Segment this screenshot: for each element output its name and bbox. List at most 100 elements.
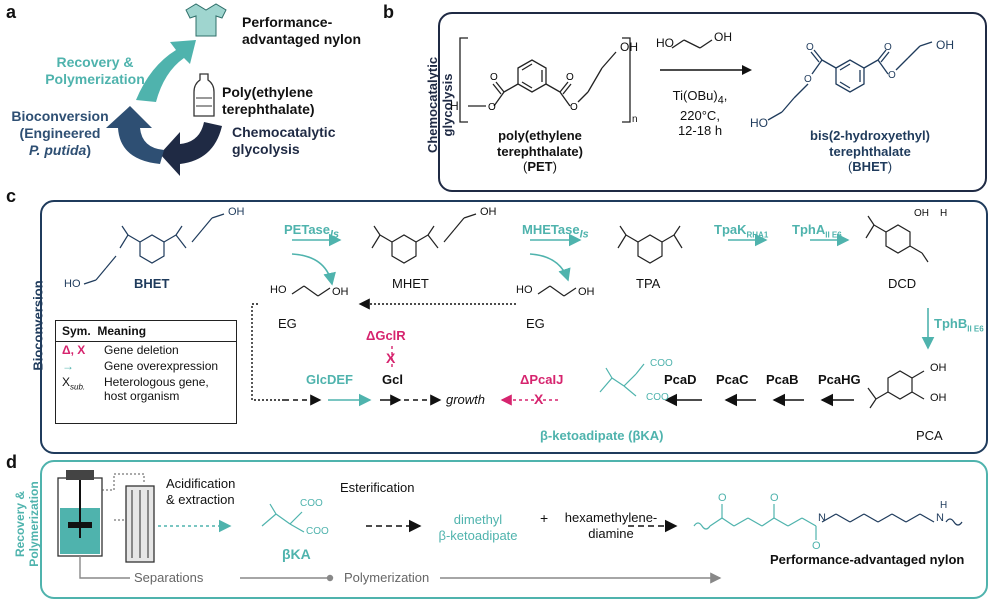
pcahg-label: PcaHG: [818, 372, 861, 387]
gcl-label: Gcl: [382, 372, 403, 387]
pet-abbr: PET: [527, 159, 553, 175]
pcad-label: PcaD: [664, 372, 697, 387]
catalyst-sub: 4: [717, 94, 724, 107]
bioconversion-text: Bioconversion (Engineered: [11, 108, 109, 141]
pet-abbr-pre: (: [523, 159, 528, 175]
mhetase-label: MHETaseIs: [522, 222, 589, 242]
legend-sym-deletion: Δ, X: [62, 343, 86, 357]
esterification-label: Esterification: [340, 480, 415, 495]
tphb-text: TphB: [934, 316, 968, 331]
legend-row: Xsub. Heterologous gene, host organism: [56, 374, 236, 404]
pcac-label: PcaC: [716, 372, 749, 387]
glycolysis-arrow: [160, 122, 222, 176]
acidification-label: Acidification & extraction: [166, 476, 236, 507]
separations-label: Separations: [134, 570, 204, 585]
hmda-label: hexamethylene- diamine: [564, 510, 658, 541]
petase-sub: Is: [330, 228, 340, 241]
recovery-arrow: [136, 40, 196, 102]
legend-text-overexpression: Gene overexpression: [104, 359, 219, 373]
dcd-h: H: [940, 208, 948, 219]
pet-o-carbonyl: O: [490, 72, 498, 83]
eg1-oh: OH: [332, 286, 349, 298]
bottle-icon: [193, 73, 215, 117]
tpha-text: TphA: [792, 222, 826, 237]
dimethyl-label: dimethyl β-ketoadipate: [438, 512, 518, 543]
tpak-label: TpaKRHA1: [714, 222, 768, 240]
bhet-ho-c: HO: [64, 278, 81, 290]
pet-o-ester2: O: [570, 102, 578, 113]
bhet-ho: HO: [750, 116, 768, 130]
tphb-sub: II E6: [967, 324, 984, 334]
panel-a-nylon: Performance- advantaged nylon: [242, 14, 362, 47]
panel-a-glycolysis: Chemocatalytic glycolysis: [232, 124, 336, 157]
panel-d-diagram: [57, 470, 963, 584]
plus-sign: +: [540, 510, 549, 526]
panel-d-box: [40, 460, 988, 599]
mhet-oh: OH: [480, 206, 497, 218]
bka-coo-d2: COO: [306, 526, 329, 537]
tphb-label: TphBII E6: [934, 316, 984, 334]
bka-label-c: β-ketoadipate (βKA): [540, 428, 664, 443]
panel-a-letter: a: [6, 2, 17, 22]
nylon-o2: O: [770, 492, 779, 504]
panel-b-structures: O O O O O O O O: [459, 37, 933, 123]
nylon-label: Performance-advantaged nylon: [770, 552, 965, 567]
panel-b-letter: b: [383, 2, 394, 22]
legend-row: Δ, X Gene deletion: [56, 342, 236, 358]
pca-oh1: OH: [930, 362, 947, 374]
panel-d-letter: d: [6, 452, 17, 472]
pet-oh: OH: [620, 40, 638, 54]
tpak-text: TpaK: [714, 222, 747, 237]
pet-name: poly(ethylene terephthalate): [497, 128, 583, 159]
bka-coo2: COO: [646, 392, 669, 403]
panel-a-cycle: [106, 3, 227, 176]
panel-c-box: [40, 200, 988, 454]
legend-text-heterologous: Heterologous gene, host organism: [104, 375, 209, 403]
pcab-label: PcaB: [766, 372, 799, 387]
pet-h: H: [450, 99, 459, 113]
panel-a-pet: Poly(ethylene terephthalate): [222, 84, 315, 117]
bhet-caption: bis(2-hydroxyethyl) terephthalate (BHET): [810, 128, 930, 175]
nylon-h: H: [940, 500, 948, 511]
catalyst-conditions: Ti(OBu)4, 220°C, 12-18 h: [672, 88, 728, 139]
eg2-ho: HO: [516, 284, 533, 296]
mhetase-text: MHETase: [522, 222, 580, 237]
tpak-sub: RHA1: [746, 230, 769, 240]
tpha-label: TphAII E6: [792, 222, 842, 240]
bioconversion-arrow: [106, 106, 164, 164]
tpha-sub: II E6: [825, 230, 842, 240]
eg1-ho: HO: [270, 284, 287, 296]
panel-a-recovery: Recovery & Polymerization: [45, 54, 145, 87]
growth-label: growth: [446, 392, 486, 407]
bka-coo1: COO: [650, 358, 673, 369]
bhet-oh: OH: [936, 38, 954, 52]
eg2-oh: OH: [578, 286, 595, 298]
legend-text-deletion: Gene deletion: [104, 343, 179, 357]
x-mark-gclr: X: [386, 350, 396, 366]
conditions: 220°C, 12-18 h: [677, 107, 723, 139]
petase-label: PETaseIs: [284, 222, 339, 242]
eg-oh: OH: [714, 30, 732, 44]
pet-o-carbonyl2: O: [566, 72, 574, 83]
panel-c-pathway: [83, 213, 935, 409]
dpcaij-label: ΔPcaIJ: [520, 372, 564, 387]
dcd-label: DCD: [888, 276, 917, 291]
bka-label-d: βKA: [282, 546, 311, 562]
legend-sym-sub: sub.: [70, 382, 86, 392]
nylon-n: N: [818, 512, 826, 524]
bhet-label: BHET: [134, 276, 170, 291]
bhet-abbr: BHET: [852, 159, 888, 175]
eg2-label: EG: [526, 316, 545, 331]
x-mark-pcaij: X: [534, 391, 544, 407]
bhet-o-3: O: [806, 42, 814, 53]
nylon-n2: N: [936, 512, 944, 524]
pet-n: n: [632, 114, 638, 125]
bhet-o-4: O: [884, 42, 892, 53]
pet-abbr-post: ): [552, 159, 557, 175]
legend-sym-heterologous: Xsub.: [62, 375, 98, 391]
legend: Sym. Meaning Δ, X Gene deletion → Gene o…: [55, 320, 237, 424]
dgclr-label: ΔGclR: [366, 328, 406, 343]
legend-row: → Gene overexpression: [56, 358, 236, 374]
bhet-o-2: O: [888, 70, 896, 81]
eg1-label: EG: [278, 316, 297, 331]
